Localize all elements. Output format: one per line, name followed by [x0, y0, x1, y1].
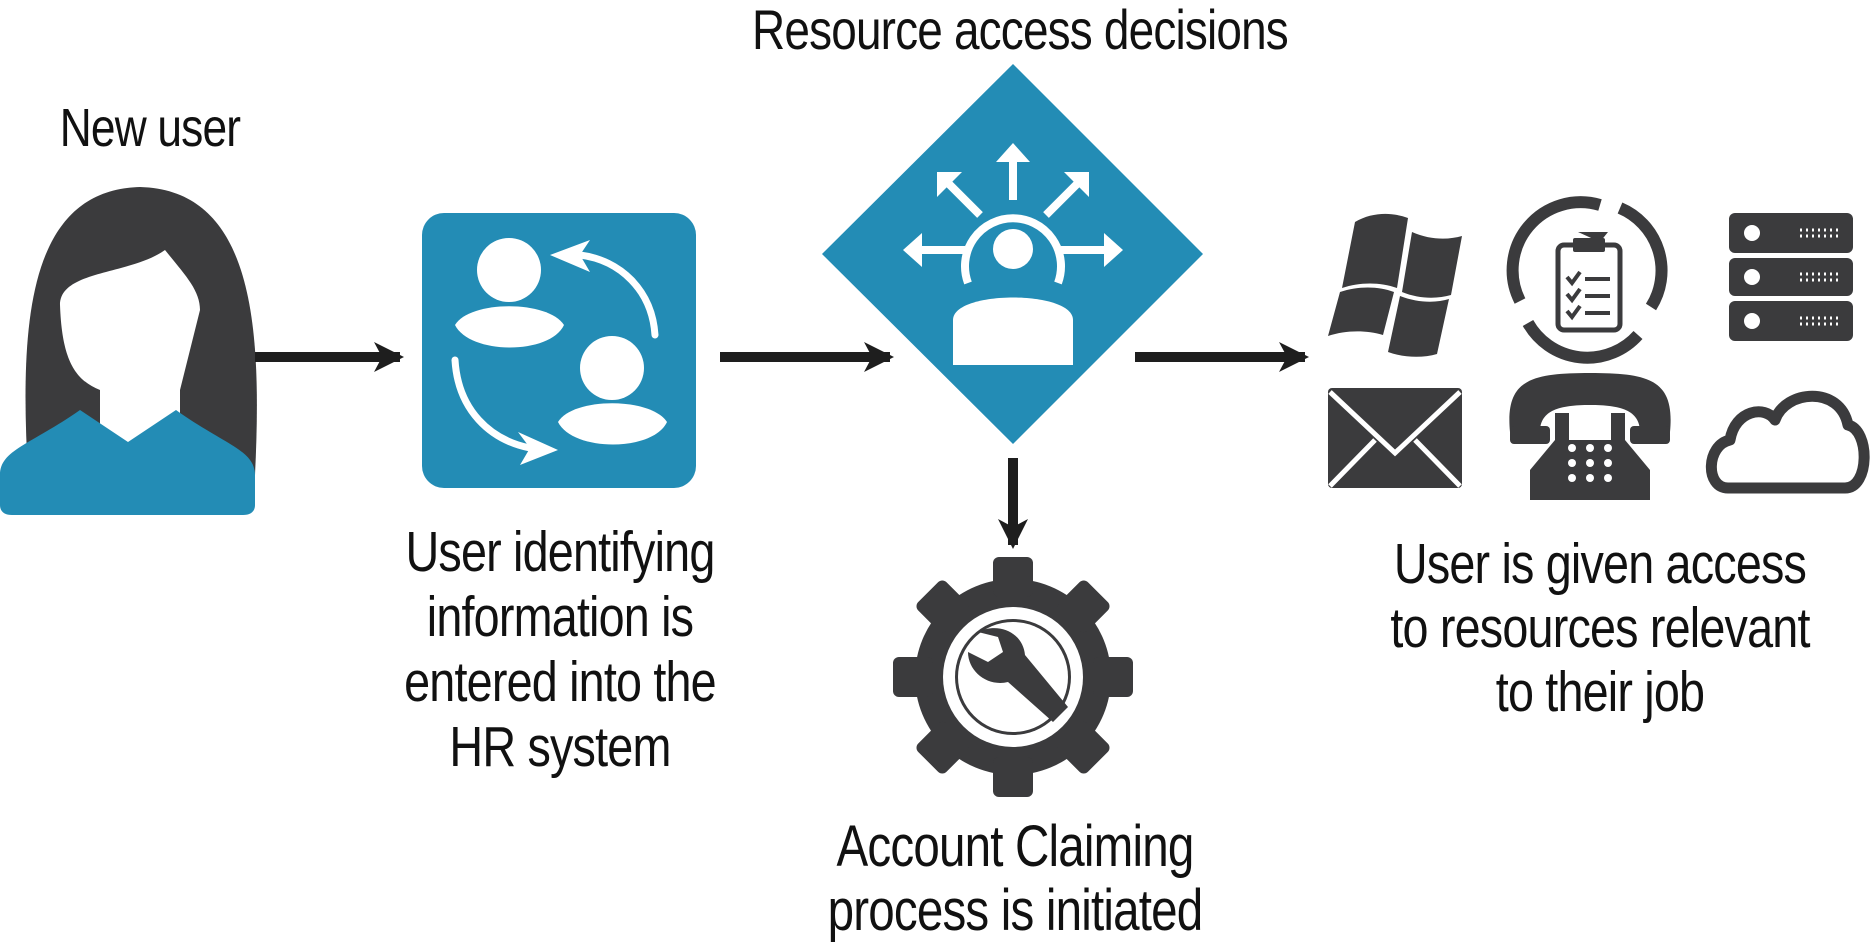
server-icon	[1729, 213, 1853, 341]
resources-line: to resources relevant	[1390, 596, 1810, 660]
account-claiming-label: Account Claiming process is initiated	[806, 815, 1224, 943]
woman-user-icon	[0, 187, 257, 515]
cloud-icon	[1705, 390, 1870, 494]
hr-line: HR system	[449, 715, 671, 779]
hr-line: entered into the	[404, 650, 717, 714]
checklist-cycle-icon	[1506, 196, 1668, 364]
claiming-line: process is initiated	[827, 878, 1204, 943]
hr-system-label: User identifying information is entered …	[380, 520, 741, 780]
claiming-line: Account Claiming	[836, 814, 1195, 879]
resources-label: User is given access to resources releva…	[1379, 532, 1822, 724]
user-distribute-icon	[822, 64, 1203, 444]
hr-line: User identifying	[405, 520, 715, 584]
resources-line: User is given access	[1393, 532, 1807, 596]
mail-icon	[1328, 388, 1462, 488]
new-user-label: New user	[59, 98, 241, 158]
access-decisions-label: Resource access decisions	[752, 0, 1289, 61]
telephone-icon	[1509, 373, 1671, 500]
windows-icon	[1328, 213, 1462, 357]
resources-line: to their job	[1495, 660, 1705, 724]
gear-wrench-icon	[893, 557, 1133, 797]
user-exchange-icon	[422, 213, 696, 488]
hr-line: information is	[426, 585, 694, 649]
